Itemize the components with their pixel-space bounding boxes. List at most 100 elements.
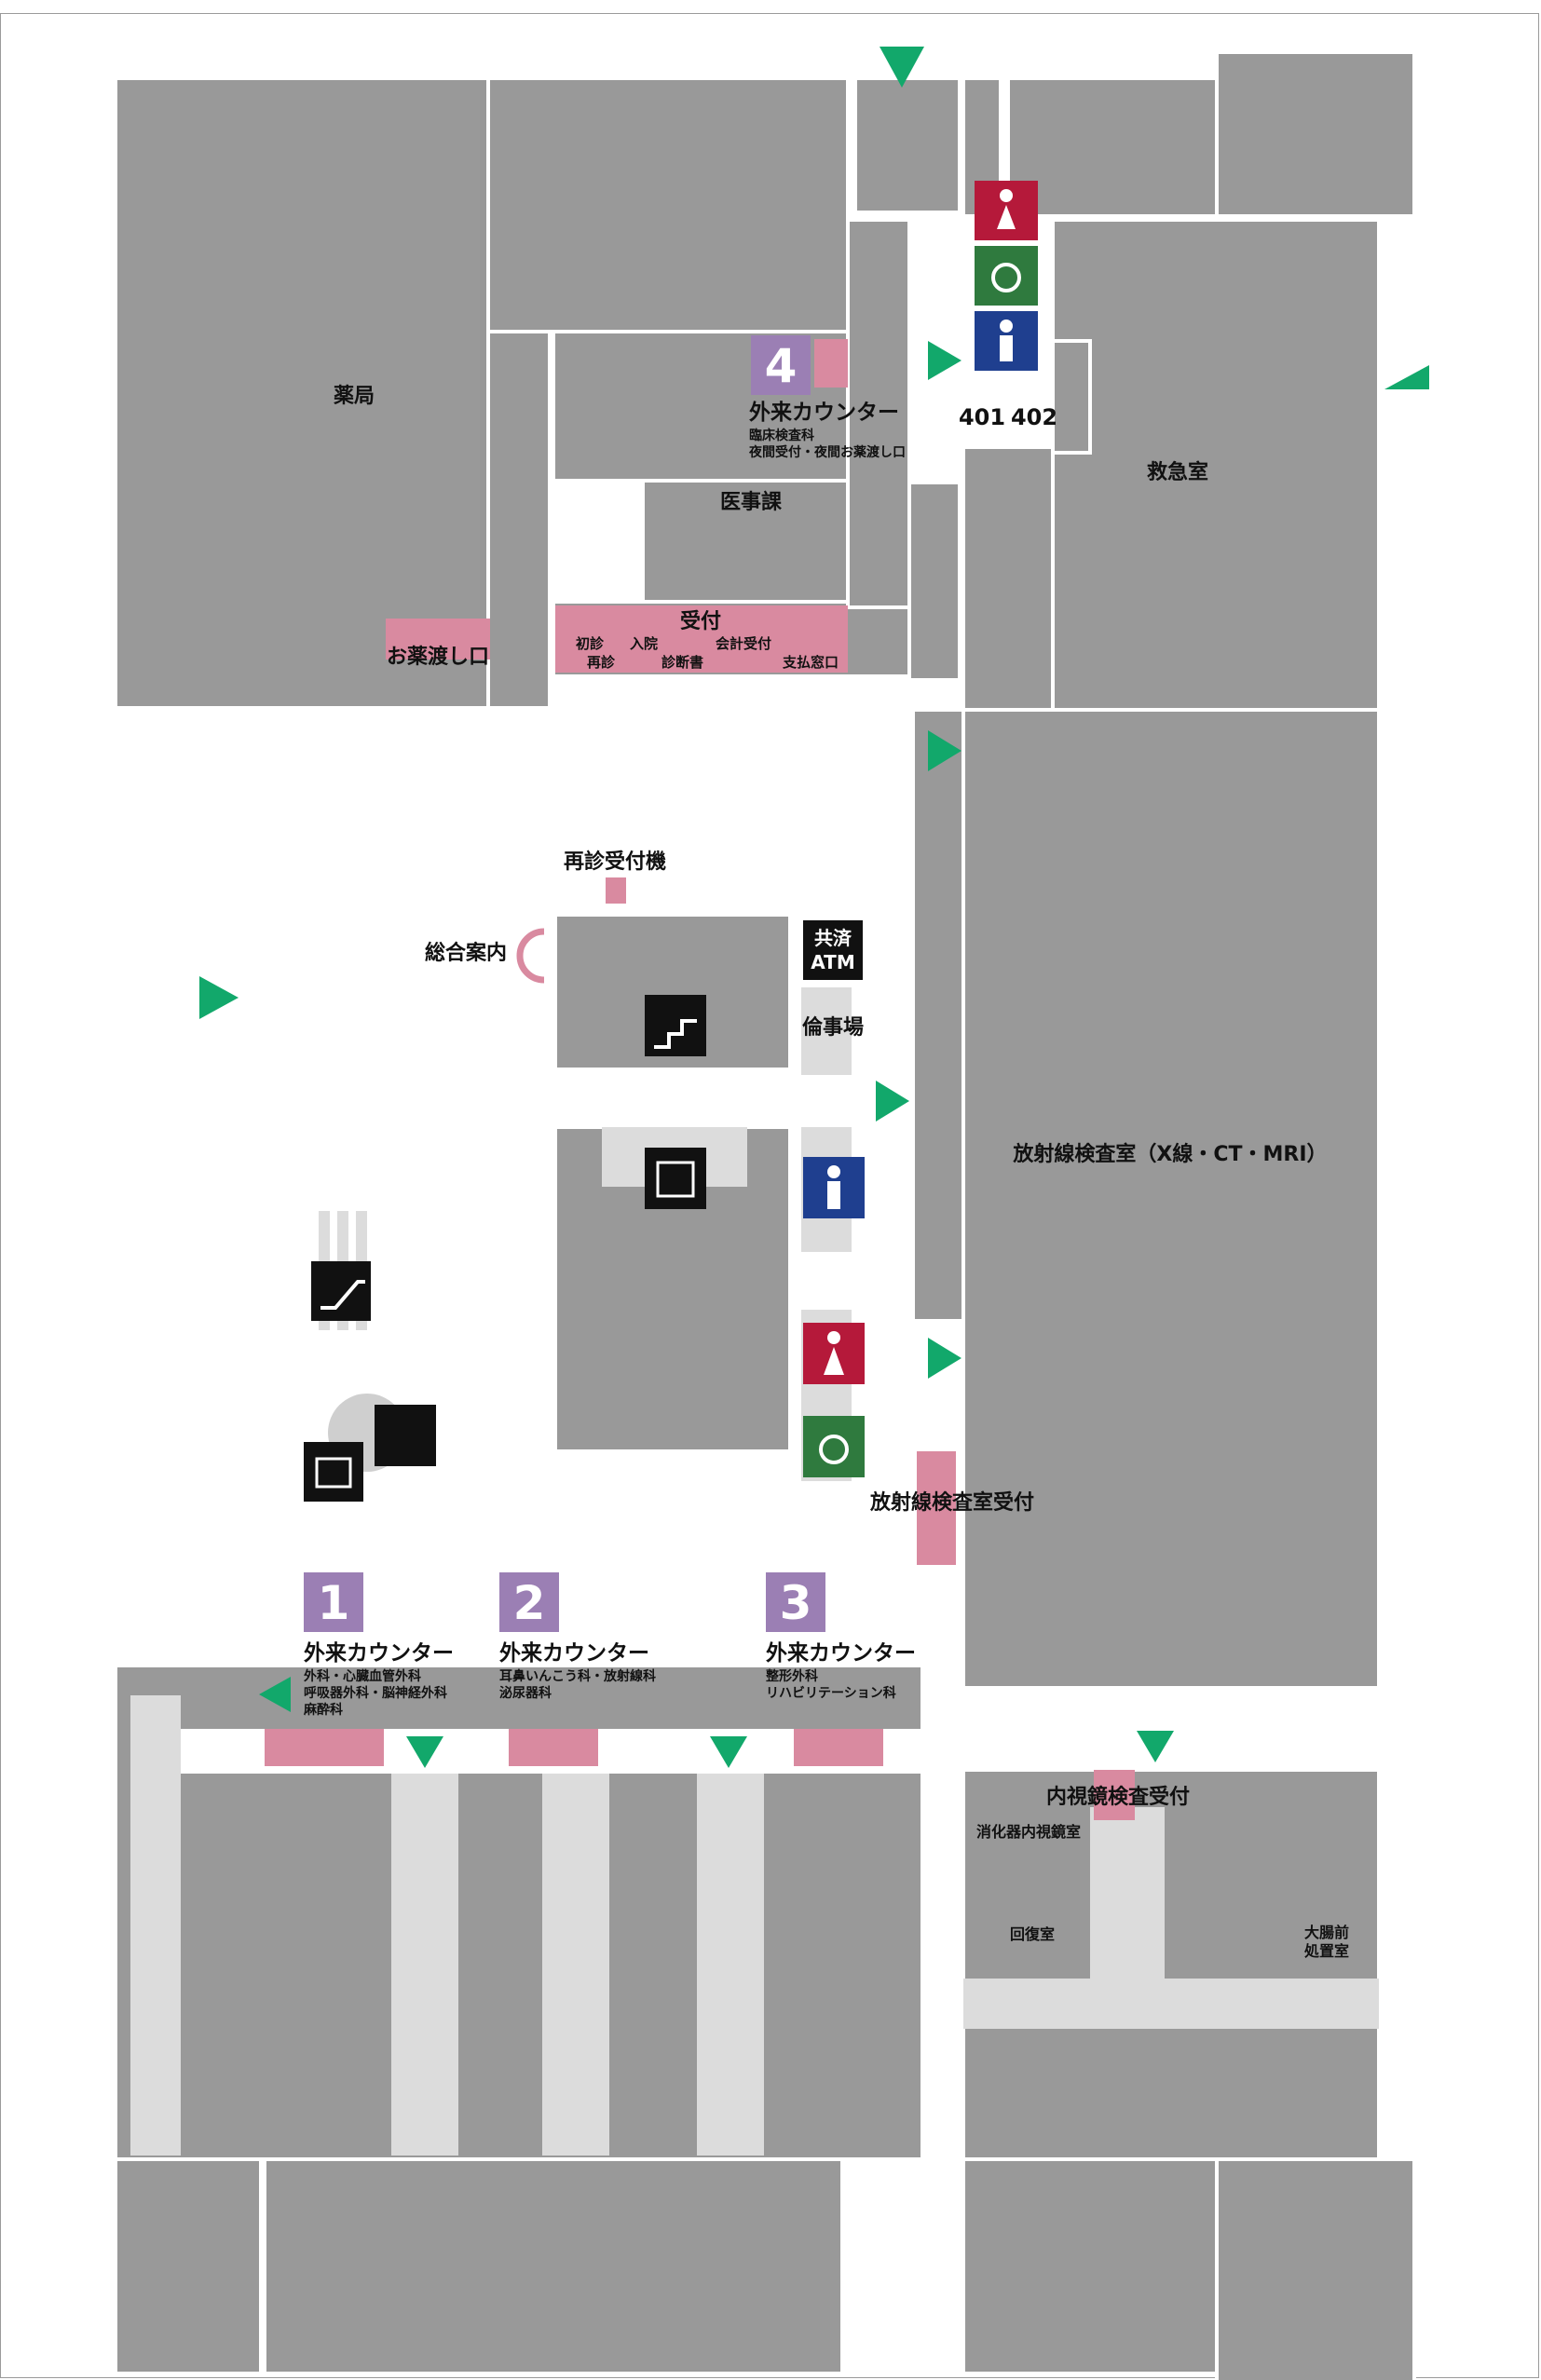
counter3-desk: [794, 1729, 883, 1766]
counter-number-2: 2: [513, 1576, 546, 1630]
label-recovery: 回復室: [1010, 1925, 1055, 1943]
counter4-dept: 夜間受付・夜間お薬渡し口: [748, 444, 906, 460]
entrance-arrow-icon: [880, 47, 924, 88]
bottom-left-light: [130, 1695, 181, 2156]
reception-item: 会計受付: [716, 635, 771, 652]
mailbox-icon: [304, 1442, 363, 1502]
entrance-arrow-icon: [876, 1081, 909, 1122]
counter-badge-4: [751, 335, 811, 395]
atm-corner: [801, 987, 852, 1075]
bottom-aisle-3: [697, 1774, 764, 2156]
room-bottom-2: [263, 2157, 844, 2375]
room-top-right-b: [1006, 76, 1219, 218]
atm-icon: [803, 920, 863, 980]
entrance-arrow-icon: [928, 1338, 961, 1379]
wheelchair-icon: [803, 1416, 865, 1477]
badges-layer: 1 2 3 4: [304, 335, 825, 1632]
entrance-arrow-icon: [259, 1677, 291, 1712]
room-bottom-4: [1215, 2157, 1416, 2380]
label-medicine-window: お薬渡し口: [387, 645, 489, 669]
reception-item: 入院: [630, 635, 658, 652]
entrance-arrow-icon: [1384, 365, 1429, 389]
counter3-dept: リハビリテーション科: [766, 1685, 896, 1701]
label-endoscopy-reception: 内視鏡検査受付: [1046, 1785, 1190, 1809]
label-room-402: 402: [1011, 404, 1057, 430]
room-pharmacy: [114, 76, 490, 710]
label-colon-prep: 大腸前: [1304, 1924, 1349, 1941]
counter2-dept: 耳鼻いんこう科・放射線科: [499, 1668, 656, 1684]
elevator-icon: [645, 1148, 706, 1209]
counter3-title: 外来カウンター: [766, 1640, 916, 1666]
counter4-desk: [814, 339, 848, 388]
room-401-402-strip: [1051, 339, 1092, 455]
general-info-desk: [516, 928, 545, 984]
room-top-office: [486, 76, 850, 333]
reception-item: 再診: [587, 654, 616, 671]
counter-badge-3: [766, 1572, 825, 1632]
escalator-icon: [311, 1261, 371, 1321]
atm-line2: ATM: [811, 951, 854, 973]
counter2-dept: 泌尿器科: [499, 1685, 552, 1701]
room-counter4-back: [846, 218, 911, 609]
counters-layer: [265, 339, 1135, 1820]
counter1-dept: 呼吸器外科・脳神経外科: [304, 1685, 447, 1701]
counter1-dept: 麻酔科: [303, 1702, 343, 1718]
counter1-desk: [265, 1729, 384, 1766]
room-bottom-1: [114, 2157, 263, 2375]
room-emergency: [1051, 218, 1381, 712]
room-bottom-3: [961, 2157, 1219, 2375]
entrance-arrow-icon: [928, 341, 961, 380]
endoscopy-light-aisle: [1090, 1807, 1165, 1984]
telephone-icon: [375, 1405, 436, 1466]
counter-badge-2: [499, 1572, 559, 1632]
label-emergency: 救急室: [1147, 460, 1208, 484]
wheelchair-icon: [975, 246, 1038, 306]
counter4-dept: 臨床検査科: [749, 428, 814, 443]
counter-number-3: 3: [780, 1576, 812, 1630]
arrows-layer: [199, 47, 1429, 1768]
room-radiology: [961, 708, 1381, 1690]
entrance-arrow-icon: [710, 1736, 747, 1768]
label-disaster-storage: 倫事場: [802, 1015, 864, 1040]
reception-counter: [555, 605, 848, 673]
room-corridor-side: [907, 481, 961, 682]
revisit-machine: [606, 877, 626, 904]
map-frame: [0, 13, 1539, 2378]
endoscopy-light-strip: [963, 1979, 1379, 2029]
labels-layer: 外来カウンター 外科・心臓血管外科 呼吸器外科・脳神経外科 麻酔科 外来カウンタ…: [303, 385, 1349, 1960]
medicine-window-counter: [386, 619, 490, 660]
room-top-right-c: [1215, 50, 1416, 218]
entrance-arrow-icon: [406, 1736, 443, 1768]
counter-number-4: 4: [765, 339, 798, 393]
room-top-entrance: [853, 76, 961, 214]
radiology-reception-desk: [917, 1451, 956, 1565]
entrance-arrow-icon: [1137, 1731, 1174, 1762]
reception-item: 診断書: [661, 654, 703, 671]
endoscopy-reception-desk: [1094, 1770, 1135, 1820]
label-general-info: 総合案内: [425, 941, 507, 965]
entrance-arrow-icon: [199, 976, 239, 1019]
room-emergency-side: [961, 445, 1055, 712]
counter4-title: 外来カウンター: [749, 400, 899, 425]
stairs-icon: [645, 995, 706, 1056]
room-pharmacy-annex: [486, 330, 552, 710]
label-room-401: 401: [959, 404, 1005, 430]
atm-line1: 共済: [814, 927, 852, 949]
counter1-title: 外来カウンター: [304, 1640, 454, 1666]
label-medical-affairs: 医事課: [720, 490, 783, 514]
counter1-dept: 外科・心臓血管外科: [304, 1668, 421, 1684]
label-digestive-endoscopy: 消化器内視鏡室: [976, 1823, 1081, 1841]
counter2-title: 外来カウンター: [499, 1640, 649, 1666]
reception-item: 初診: [576, 635, 605, 652]
label-reception-title: 受付: [680, 609, 721, 633]
reception-item: 支払窓口: [782, 654, 839, 671]
label-colon-prep: 処置室: [1304, 1942, 1349, 1960]
icons-layer: [304, 181, 1038, 1502]
counter2-desk: [509, 1729, 598, 1766]
counter-badge-1: [304, 1572, 363, 1632]
counter3-dept: 整形外科: [765, 1668, 818, 1684]
label-pharmacy: 薬局: [334, 385, 375, 408]
bottom-aisle-1: [391, 1774, 458, 2156]
label-radiology: 放射線検査室（X線・CT・MRI）: [1012, 1142, 1327, 1166]
